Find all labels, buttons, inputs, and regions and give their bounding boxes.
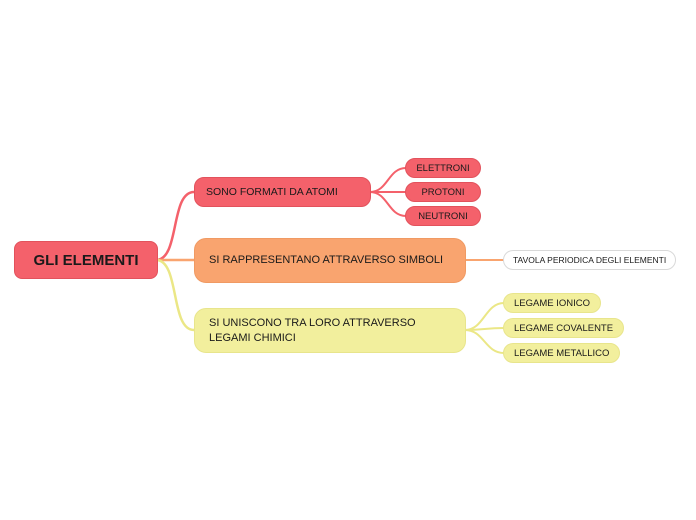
node-label: NEUTRONI: [418, 210, 468, 222]
node-legame-ionico[interactable]: LEGAME IONICO: [503, 293, 602, 313]
node-protoni[interactable]: PROTONI: [405, 182, 481, 202]
node-legame-covalente[interactable]: LEGAME COVALENTE: [503, 318, 625, 338]
link-legami-covalente: [464, 327, 505, 331]
node-label: LEGAME COVALENTE: [514, 322, 614, 334]
node-si-rappresentano-attraverso-simboli[interactable]: SI RAPPRESENTANO ATTRAVERSO SIMBOLI: [194, 238, 466, 283]
node-sono-formati-da-atomi[interactable]: SONO FORMATI DA ATOMI: [194, 177, 371, 207]
node-label: LEGAME METALLICO: [514, 347, 610, 359]
node-legame-metallico[interactable]: LEGAME METALLICO: [503, 343, 621, 363]
node-label: ELETTRONI: [416, 162, 470, 174]
node-neutroni[interactable]: NEUTRONI: [405, 206, 481, 226]
link-root-atoms: [154, 190, 196, 262]
node-label: SI UNISCONO TRA LORO ATTRAVERSO LEGAMI C…: [209, 316, 416, 344]
node-tavola-periodica[interactable]: TAVOLA PERIODICA DEGLI ELEMENTI: [503, 250, 677, 270]
link-legami-ionico: [464, 302, 505, 331]
node-si-uniscono-tra-loro[interactable]: SI UNISCONO TRA LORO ATTRAVERSO LEGAMI C…: [194, 308, 466, 353]
node-label: TAVOLA PERIODICA DEGLI ELEMENTI: [513, 255, 667, 265]
node-root-label: GLI ELEMENTI: [33, 251, 139, 269]
node-label: PROTONI: [421, 186, 465, 198]
node-label: SI RAPPRESENTANO ATTRAVERSO SIMBOLI: [209, 254, 444, 267]
link-root-legami: [154, 258, 196, 332]
link-atoms-elettroni: [369, 167, 407, 193]
node-label: SONO FORMATI DA ATOMI: [206, 186, 338, 198]
node-label: LEGAME IONICO: [514, 297, 591, 309]
node-elettroni[interactable]: ELETTRONI: [405, 158, 481, 178]
node-root[interactable]: GLI ELEMENTI: [14, 241, 158, 279]
link-legami-metallico: [464, 329, 505, 354]
link-atoms-neutroni: [369, 191, 407, 217]
